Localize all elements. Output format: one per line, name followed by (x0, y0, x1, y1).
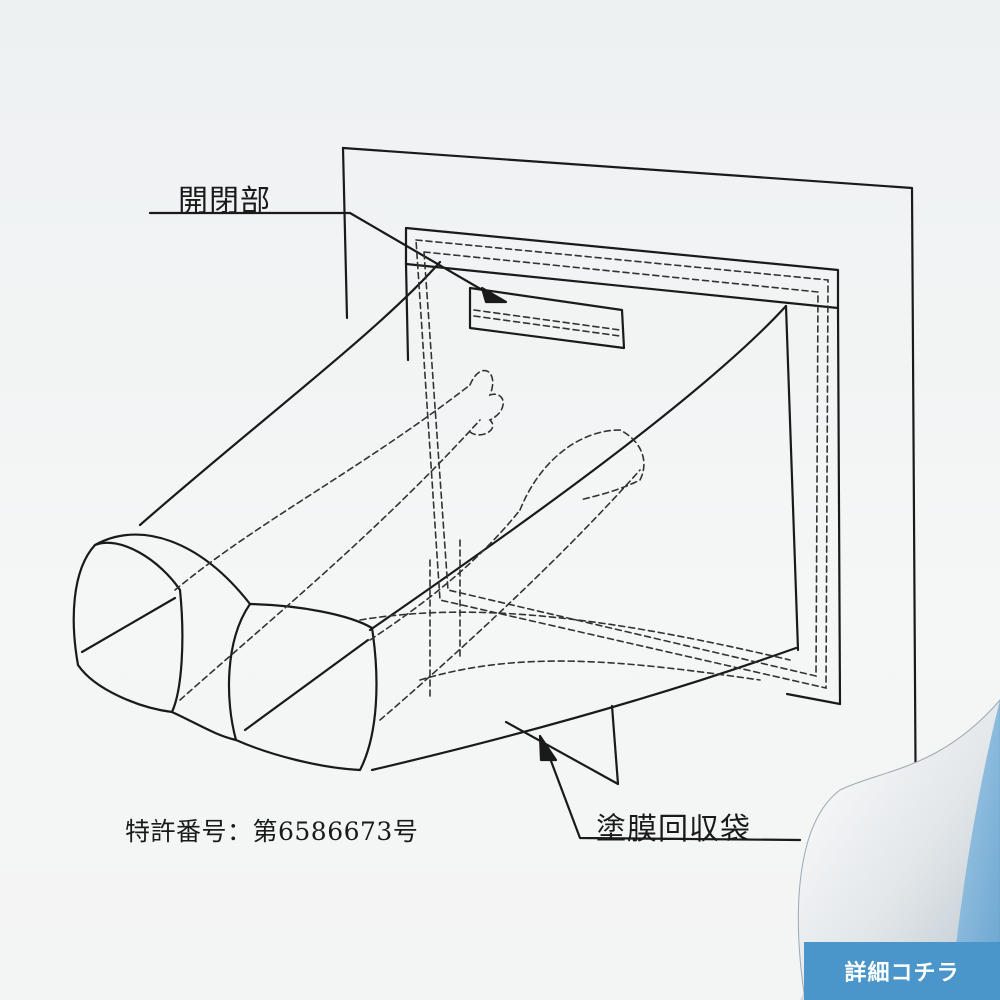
hidden-rect-line-2 (473, 315, 621, 337)
inner-frame-bottom (785, 692, 842, 706)
opening-part (468, 286, 626, 350)
hidden-bottom-a (359, 611, 791, 661)
arrow-bag (538, 734, 558, 762)
sleeve-left-opening (72, 541, 184, 714)
sleeve-bottom-curve (170, 710, 238, 742)
sleeve-right-opening (227, 602, 378, 772)
bag-top-edge (138, 260, 442, 527)
inner-frame-left (404, 262, 410, 362)
left-arm-lower (179, 419, 481, 701)
patent-number: 特許番号：第6586673号 (125, 817, 419, 846)
bag-right-edge (368, 304, 788, 632)
bag-flap (504, 704, 620, 786)
right-arm-upper (369, 509, 521, 641)
arrow-opening (480, 286, 508, 304)
label-opening: 開閉部 (178, 184, 271, 219)
leader-opening (148, 211, 498, 300)
page-curl-corner (950, 700, 1000, 1000)
hidden-frame-a (415, 239, 829, 690)
bag-bottom-edge (370, 646, 798, 772)
page-curl (797, 699, 1000, 1000)
left-hand (469, 369, 504, 436)
label-coating-collection-bag: 塗膜回収袋 (596, 812, 751, 847)
sleeve-right-hatch (243, 638, 370, 732)
outer-frame-left (341, 146, 349, 320)
outer-frame (341, 146, 918, 847)
inner-frame-right (836, 306, 842, 706)
hidden-bottom-b (419, 660, 761, 681)
hidden-rect-line (473, 309, 621, 331)
sleeve-top-curve (93, 533, 252, 606)
leader-bag (543, 743, 802, 842)
right-hand (519, 429, 645, 511)
sleeve-left-hatch (80, 596, 177, 654)
bag-mouth-right (784, 304, 800, 652)
hidden-frame-b (423, 251, 819, 678)
left-arm-upper (174, 384, 471, 591)
right-arm-lower (379, 469, 641, 721)
details-link-button[interactable]: 詳細コチラ (804, 942, 1000, 1000)
